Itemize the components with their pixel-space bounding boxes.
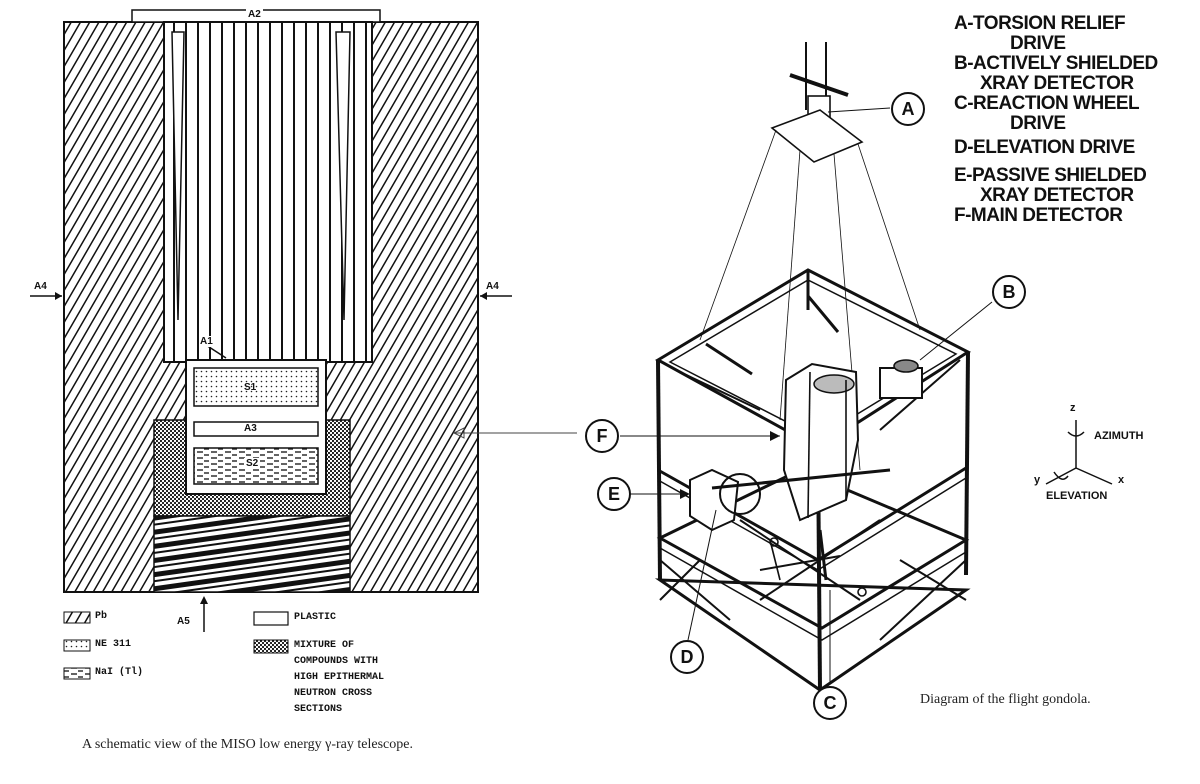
legend-label-plastic: PLASTIC: [294, 612, 337, 623]
legend-line-d: D-ELEVATION DRIVE: [954, 137, 1135, 158]
x-axis: [1075, 467, 1113, 485]
right-caption: Diagram of the flight gondola.: [920, 692, 1091, 707]
elevation-rotation-icon: [1053, 471, 1069, 480]
collimator-slot-left: [171, 31, 185, 321]
legend-line-f: F-MAIN DETECTOR: [954, 205, 1123, 226]
legend-swatch-mixture: [253, 639, 289, 654]
legend-swatch-pb: [63, 611, 91, 624]
label-s2: S2: [244, 458, 261, 469]
label-s1: S1: [244, 382, 257, 393]
main-detector: [782, 362, 860, 522]
gondola-legend: A-TORSION RELIEF DRIVE B-ACTIVELY SHIELD…: [954, 14, 1194, 226]
frame-bottom: [656, 468, 970, 630]
top-plate: [770, 109, 864, 163]
callout-e: E: [597, 477, 631, 511]
legend-label-mixture-5: SECTIONS: [294, 704, 343, 715]
legend-label-mixture-1: MIXTURE OF: [294, 640, 355, 651]
elevation-drive-gear: [719, 473, 761, 515]
label-a2: A2: [246, 9, 263, 20]
label-a5: A5: [177, 616, 190, 627]
callout-f: F: [585, 419, 619, 453]
azimuth-rotation-icon: [1067, 431, 1085, 437]
legend-line-b: B-ACTIVELY SHIELDED: [954, 53, 1158, 74]
legend-swatch-ne311: [63, 639, 91, 652]
telescope-schematic: [30, 9, 577, 680]
callout-c: C: [813, 686, 847, 720]
legend-line-b2: XRAY DETECTOR: [980, 73, 1134, 94]
callout-d: D: [670, 640, 704, 674]
y-axis: [1045, 467, 1077, 485]
legend-label-pb: Pb: [95, 611, 108, 622]
label-a4-right: A4: [486, 281, 499, 292]
label-a3: A3: [244, 423, 257, 434]
callout-b: B: [992, 275, 1026, 309]
elevation-label: ELEVATION: [1046, 490, 1108, 502]
legend-label-mixture-2: COMPOUNDS WITH: [294, 656, 379, 667]
left-caption: A schematic view of the MISO low energy …: [82, 737, 413, 752]
azimuth-label: AZIMUTH: [1094, 430, 1144, 442]
legend-line-e: E-PASSIVE SHIELDED: [954, 165, 1147, 186]
nai-base-shield: [153, 515, 351, 593]
legend-label-ne311: NE 311: [95, 639, 132, 650]
label-a1: A1: [200, 336, 213, 347]
legend-line-c2: DRIVE: [1010, 113, 1066, 134]
callout-a: A: [891, 92, 925, 126]
legend-swatch-plastic: [253, 611, 289, 626]
legend-label-mixture-3: HIGH EPITHERMAL: [294, 672, 385, 683]
legend-line-a: A-TORSION RELIEF: [954, 13, 1126, 34]
torsion-relief-drive: [807, 95, 831, 125]
legend-line-a2: DRIVE: [1010, 33, 1066, 54]
layer-a3: [193, 421, 319, 437]
frame-top: [654, 268, 972, 450]
legend-label-mixture-4: NEUTRON CROSS: [294, 688, 373, 699]
a1-pointer: [205, 344, 227, 359]
axis-z-label: z: [1070, 402, 1076, 414]
connector-arrowhead: [452, 427, 465, 439]
top-crossbar: [789, 73, 849, 97]
collimator-slot-right: [335, 31, 351, 321]
legend-line-e2: XRAY DETECTOR: [980, 185, 1134, 206]
legend-label-nai: NaI (Tl): [95, 667, 144, 678]
actively-shielded-xray-detector: [879, 367, 923, 399]
axis-y-label: y: [1034, 474, 1041, 486]
label-a4-left: A4: [34, 281, 47, 292]
legend-swatch-nai: [63, 667, 91, 680]
legend-line-c: C-REACTION WHEEL: [954, 93, 1140, 114]
passive-shielded-xray-detector: [689, 468, 740, 532]
axis-x-label: x: [1118, 474, 1125, 486]
scintillator-s1: [193, 367, 319, 407]
